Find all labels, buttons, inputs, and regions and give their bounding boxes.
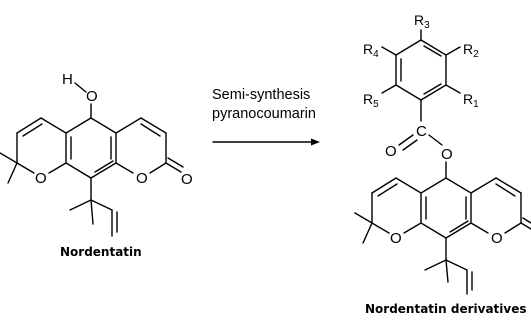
- central-benzene-ring: [420, 177, 472, 239]
- lactone-bond: [504, 222, 522, 234]
- central-benzene-ring: [65, 117, 117, 179]
- pyran-bond: [16, 117, 42, 134]
- methyl-bond: [424, 259, 447, 271]
- pyran-oxygen-label: O: [35, 170, 47, 187]
- ester-carbonyl-bond: [398, 134, 414, 146]
- methyl-bond: [0, 152, 18, 164]
- lactone-oxygen-label: O: [136, 170, 148, 187]
- aromatic-double-bond: [449, 220, 469, 233]
- benzoyl-ring: [395, 39, 447, 101]
- substituent-r5: R5: [363, 91, 379, 110]
- pyran-oxygen-label: O: [390, 230, 402, 247]
- ester-oxygen-bond: [428, 134, 443, 146]
- r1-bond: [445, 84, 461, 94]
- lactone-bond: [470, 177, 497, 194]
- lactone-double-bond: [140, 123, 161, 137]
- substituent-r1: R1: [463, 91, 479, 110]
- ester-carbonyl-bond: [402, 139, 418, 151]
- pyran-bond: [48, 162, 67, 174]
- nordentatin-derivative-structure: R3 R4 R2 R5 R1 C O O O O: [354, 12, 531, 295]
- r4-bond: [381, 46, 397, 56]
- reaction-arrow: Semi-synthesis pyranocoumarin: [212, 87, 320, 146]
- lactone-double-bond: [495, 183, 516, 197]
- lactone-bond: [470, 222, 489, 234]
- methyl-bond: [445, 259, 449, 283]
- lactone-bond: [115, 117, 142, 134]
- r2-bond: [445, 46, 461, 56]
- methyl-bond: [90, 199, 94, 225]
- lactone-bond: [149, 162, 167, 174]
- o-h-bond: [74, 82, 87, 93]
- arrow-label-line2: pyranocoumarin: [212, 106, 316, 122]
- pyran-bond: [40, 117, 67, 134]
- side-chain-bond: [90, 199, 113, 211]
- methyl-bond: [69, 199, 92, 211]
- methyl-bond: [362, 222, 373, 244]
- aromatic-double-bond: [423, 83, 442, 95]
- lactone-bond: [140, 117, 167, 134]
- methyl-bond: [354, 212, 373, 224]
- aromatic-double-bond: [94, 160, 114, 173]
- side-chain-bond: [445, 259, 468, 271]
- substituent-r3: R3: [414, 12, 430, 31]
- methyl-bond: [7, 162, 18, 184]
- pyran-double-bond: [22, 123, 43, 137]
- arrow-label-line1: Semi-synthesis: [212, 87, 310, 103]
- hydrogen-atom-label: H: [62, 71, 73, 88]
- pyran-bond: [371, 222, 390, 234]
- pyran-bond: [395, 177, 422, 194]
- pyran-bond: [403, 222, 422, 234]
- ester-carbon-label: C: [416, 123, 427, 140]
- carbonyl-oxygen-label: O: [181, 171, 193, 188]
- r5-bond: [381, 84, 397, 94]
- carbonyl-bond: [165, 162, 182, 173]
- lactone-oxygen-label: O: [491, 230, 503, 247]
- substituent-r2: R2: [463, 41, 479, 60]
- carbonyl-bond: [520, 222, 531, 230]
- lactone-bond: [495, 177, 522, 194]
- nordentatin-structure: H O O O O: [0, 71, 193, 237]
- substituent-r4: R4: [363, 41, 379, 60]
- carbonyl-bond: [167, 157, 184, 168]
- lactone-bond: [115, 162, 134, 174]
- ester-oxygen-label: O: [441, 146, 453, 163]
- reactant-name: Nordentatin: [60, 245, 142, 259]
- product-name: Nordentatin derivatives: [365, 302, 527, 316]
- aromatic-double-bond: [423, 45, 442, 57]
- pyran-bond: [16, 162, 35, 174]
- carbonyl-bond: [522, 217, 531, 224]
- hydroxyl-oxygen-label: O: [86, 88, 98, 105]
- pyran-bond: [371, 177, 397, 194]
- arrow-head: [311, 138, 320, 146]
- ester-carbonyl-oxygen-label: O: [385, 143, 397, 160]
- pyran-double-bond: [377, 183, 398, 197]
